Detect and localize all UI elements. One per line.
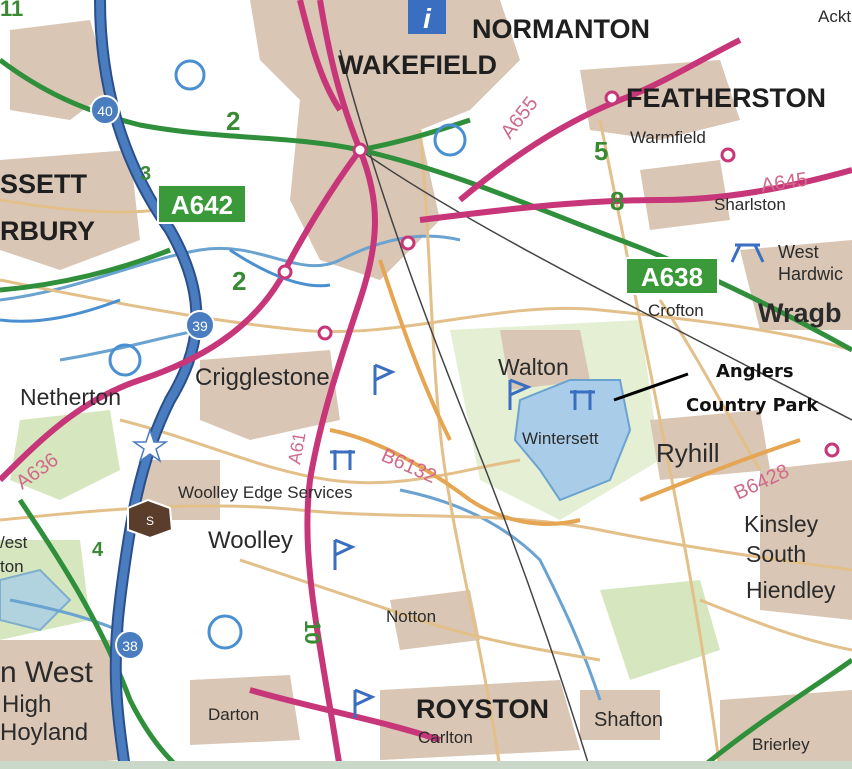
- place-wragby: Wragb: [758, 298, 842, 328]
- road-shields: A642 A638: [157, 184, 719, 295]
- svg-text:i: i: [423, 3, 432, 34]
- route-number: 10: [300, 620, 325, 644]
- poi-icons: i: [131, 0, 765, 718]
- junction-40-label: 40: [97, 103, 113, 119]
- place-netherton: Netherton: [20, 384, 121, 410]
- annotation-pointer-line: [613, 372, 689, 402]
- map-bottom-border: [0, 761, 852, 769]
- annotation-anglers-country-park: Anglers Country Park: [613, 361, 819, 416]
- place-south-hiendley-2: Hiendley: [746, 577, 836, 603]
- place-walton: Walton: [498, 354, 569, 380]
- place-crofton: Crofton: [648, 301, 704, 320]
- a642-shield: [157, 184, 247, 224]
- place-warmfield: Warmfield: [630, 128, 706, 147]
- place-west-hardwick-2: Hardwic: [778, 264, 843, 284]
- place-ossett: SSETT: [0, 169, 88, 199]
- flag-icon: [333, 538, 356, 570]
- route-number: 2: [226, 106, 240, 136]
- junction-40-marker: [90, 95, 120, 125]
- motorway-m1: [94, 0, 203, 769]
- tourist-features: [0, 59, 467, 650]
- svg-text:S: S: [146, 514, 154, 528]
- annotation-line-1: Anglers: [716, 361, 794, 382]
- place-kinsley: Kinsley: [744, 511, 819, 537]
- place-sharlston: Sharlston: [714, 195, 786, 214]
- route-number: 5: [594, 136, 608, 166]
- place-woolley: Woolley: [208, 527, 293, 554]
- star-icon: [131, 427, 169, 463]
- route-number: 4: [92, 539, 104, 561]
- junction-39-marker: [185, 310, 215, 340]
- place-shafton: Shafton: [594, 709, 663, 731]
- place-crigglestone: Crigglestone: [195, 364, 330, 391]
- place-brierley: Brierley: [752, 735, 810, 754]
- place-west-hardwick-1: West: [778, 242, 819, 262]
- route-number: 2: [232, 266, 246, 296]
- route-number: 11: [0, 0, 23, 21]
- country-park-icon: [570, 390, 595, 410]
- place-west-bretton-1: /est: [0, 533, 28, 552]
- water-features: [0, 379, 632, 632]
- country-park-icon: [330, 450, 355, 470]
- junction-38-marker: [115, 630, 145, 660]
- place-darton: Darton: [208, 705, 259, 724]
- place-labels: NORMANTON WAKEFIELD FEATHERSTON Ackt War…: [0, 7, 851, 754]
- rivers: [0, 234, 602, 701]
- place-normanton: NORMANTON: [472, 14, 650, 44]
- picnic-icon: [730, 243, 765, 263]
- route-numbers: 2 2 5 8 10 4 3 11: [0, 0, 624, 644]
- place-west-bretton-2: ton: [0, 557, 24, 576]
- road-nodes: [277, 90, 840, 458]
- route-number: 8: [610, 186, 624, 216]
- annotation-line-2: Country Park: [686, 395, 819, 416]
- b-roads: [329, 259, 801, 526]
- place-ackton: Ackt: [818, 7, 851, 26]
- services-icon: S: [127, 498, 174, 540]
- place-featherstone: FEATHERSTON: [626, 83, 826, 113]
- place-woolley-edge: Woolley Edge Services: [178, 483, 353, 502]
- railways: [339, 49, 852, 769]
- place-horbury: RBURY: [0, 216, 95, 246]
- flag-icon: [353, 688, 376, 718]
- place-south-hiendley-1: South: [746, 541, 806, 567]
- a638-label: A638: [641, 262, 703, 292]
- flag-icon: [508, 378, 532, 410]
- place-royston: ROYSTON: [416, 694, 549, 724]
- place-wakefield: WAKEFIELD: [338, 50, 497, 80]
- place-high-hoyland-1: n West: [0, 656, 93, 689]
- junction-39-label: 39: [192, 318, 208, 334]
- place-notton: Notton: [386, 607, 436, 626]
- junction-38-label: 38: [122, 638, 138, 654]
- a638-shield: [625, 257, 719, 295]
- a642-label: A642: [171, 190, 233, 220]
- route-number: 3: [140, 163, 151, 185]
- place-carlton: Carlton: [418, 728, 473, 747]
- flag-icon: [373, 363, 396, 395]
- place-high-hoyland-3: Hoyland: [0, 719, 88, 746]
- place-high-hoyland-2: High: [2, 691, 51, 718]
- info-icon: [408, 0, 446, 34]
- motorway-junctions: 40 39 38: [90, 95, 215, 660]
- place-wintersett: Wintersett: [522, 429, 599, 448]
- place-ryhill: Ryhill: [656, 438, 720, 468]
